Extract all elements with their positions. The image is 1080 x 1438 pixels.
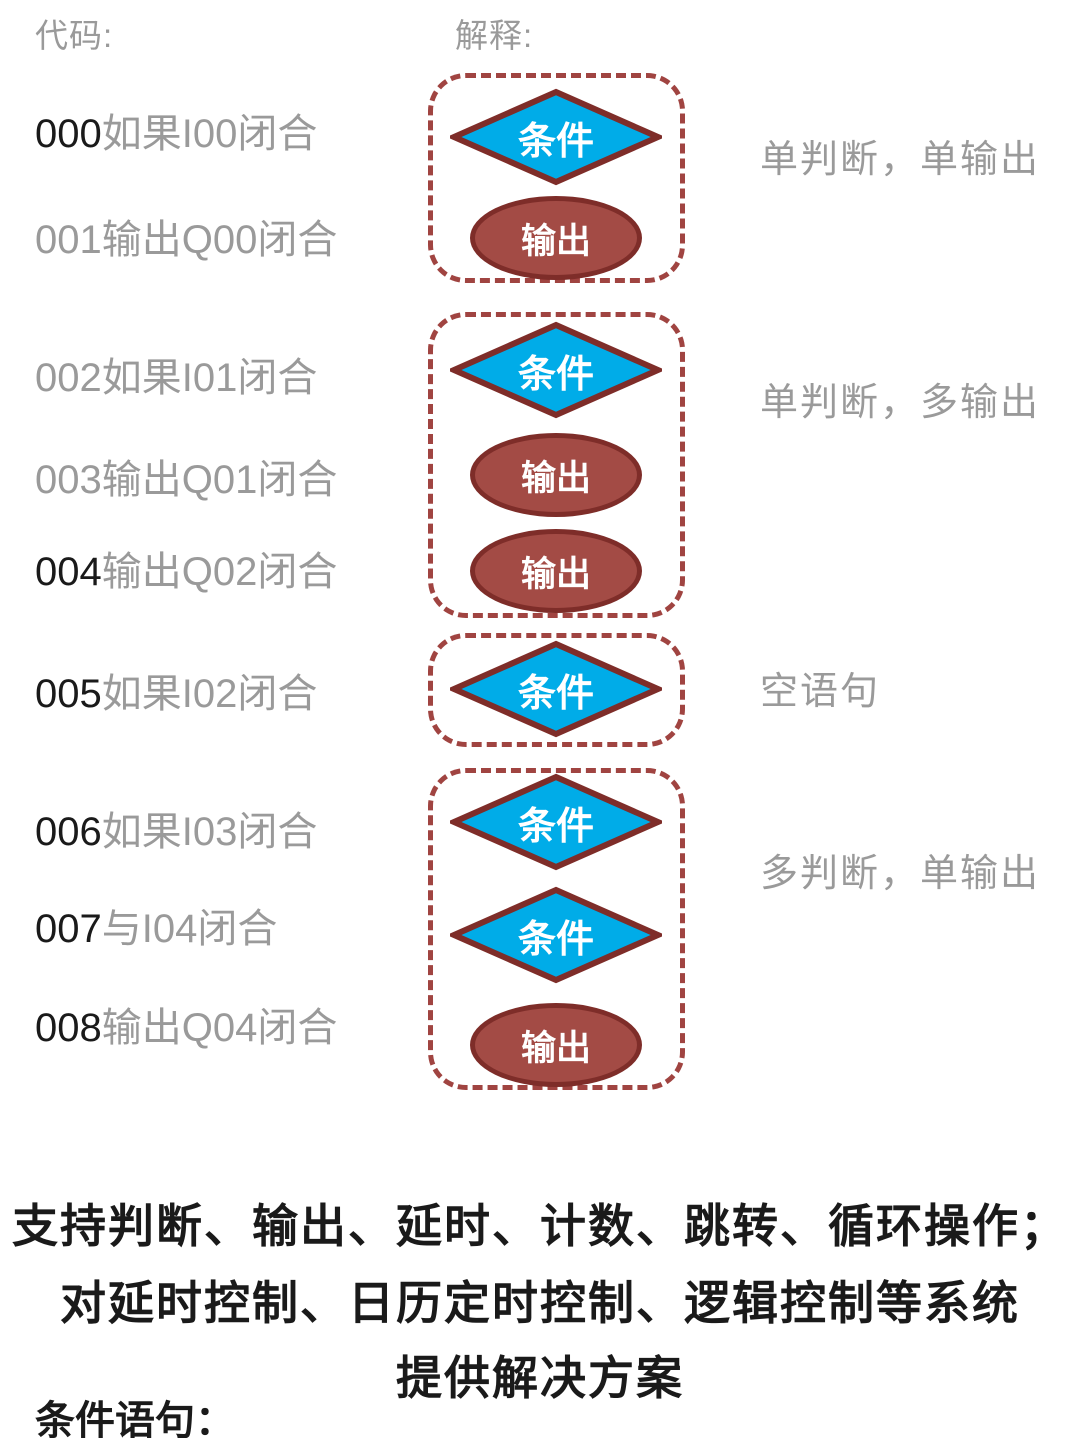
condition-label: 条件 <box>517 120 594 163</box>
condition-label: 条件 <box>517 353 594 396</box>
code-line-number: 002 <box>35 356 102 400</box>
code-line-text: 与I04闭合 <box>101 907 278 951</box>
code-line-text: 输出Q04闭合 <box>101 1006 338 1050</box>
condition-label: 条件 <box>517 805 594 848</box>
diamond-shape-icon <box>450 773 662 871</box>
code-line-text: 输出Q01闭合 <box>101 458 338 502</box>
diamond-shape-icon <box>450 886 662 984</box>
group-box-3: 条件 <box>428 633 685 747</box>
condition-statement-section-label: 条件语句： <box>35 1399 235 1438</box>
code-line-number: 005 <box>35 672 102 716</box>
condition-diamond: 条件 <box>450 886 662 984</box>
code-line-002: 002如果I01闭合 <box>35 356 317 400</box>
code-line-number: 003 <box>35 458 102 502</box>
group-label-1: 单判断，单输出 <box>760 139 1041 181</box>
diamond-shape-icon <box>450 321 662 419</box>
group-box-2: 条件 输出 输出 <box>428 312 685 618</box>
output-label: 输出 <box>520 458 591 498</box>
explain-column-header: 解释: <box>455 17 534 54</box>
output-label: 输出 <box>520 554 591 594</box>
output-ellipse: 输出 <box>470 196 642 280</box>
code-line-004: 004输出Q02闭合 <box>35 550 337 594</box>
code-line-000: 000如果I00闭合 <box>35 112 317 156</box>
code-line-number: 004 <box>35 550 102 594</box>
condition-label: 条件 <box>517 672 594 715</box>
footer-line-2: 对延时控制、日历定时控制、逻辑控制等系统 <box>60 1277 1020 1329</box>
code-line-number: 007 <box>35 907 102 951</box>
condition-diamond: 条件 <box>450 773 662 871</box>
condition-diamond: 条件 <box>450 88 662 186</box>
code-line-001: 001输出Q00闭合 <box>35 218 337 262</box>
code-line-006: 006如果I03闭合 <box>35 810 317 854</box>
code-line-number: 008 <box>35 1006 102 1050</box>
condition-diamond: 条件 <box>450 321 662 419</box>
code-line-text: 输出Q00闭合 <box>101 218 338 262</box>
code-line-text: 如果I01闭合 <box>101 356 318 400</box>
code-line-number: 006 <box>35 810 102 854</box>
condition-label: 条件 <box>517 918 594 961</box>
code-line-text: 如果I03闭合 <box>101 810 318 854</box>
code-line-text: 如果I00闭合 <box>101 112 318 156</box>
footer-line-1: 支持判断、输出、延时、计数、跳转、循环操作； <box>12 1200 1068 1252</box>
group-label-2: 单判断，多输出 <box>760 382 1041 424</box>
group-box-1: 条件 输出 <box>428 73 685 283</box>
code-line-text: 如果I02闭合 <box>101 672 318 716</box>
code-line-008: 008输出Q04闭合 <box>35 1006 337 1050</box>
code-line-007: 007与I04闭合 <box>35 907 277 951</box>
code-line-number: 000 <box>35 112 102 156</box>
group-box-4: 条件 条件 输出 <box>428 768 685 1090</box>
output-label: 输出 <box>520 221 591 261</box>
code-column-header: 代码: <box>35 17 114 54</box>
output-ellipse: 输出 <box>470 433 642 517</box>
group-label-3: 空语句 <box>760 671 881 713</box>
output-ellipse: 输出 <box>470 529 642 613</box>
diamond-shape-icon <box>450 640 662 738</box>
code-line-005: 005如果I02闭合 <box>35 672 317 716</box>
code-line-003: 003输出Q01闭合 <box>35 458 337 502</box>
output-ellipse: 输出 <box>470 1003 642 1087</box>
output-label: 输出 <box>520 1028 591 1068</box>
condition-diamond: 条件 <box>450 640 662 738</box>
footer-line-3: 提供解决方案 <box>396 1352 684 1404</box>
code-line-text: 输出Q02闭合 <box>101 550 338 594</box>
code-line-number: 001 <box>35 218 102 262</box>
group-label-4: 多判断，单输出 <box>760 853 1041 895</box>
diamond-shape-icon <box>450 88 662 186</box>
